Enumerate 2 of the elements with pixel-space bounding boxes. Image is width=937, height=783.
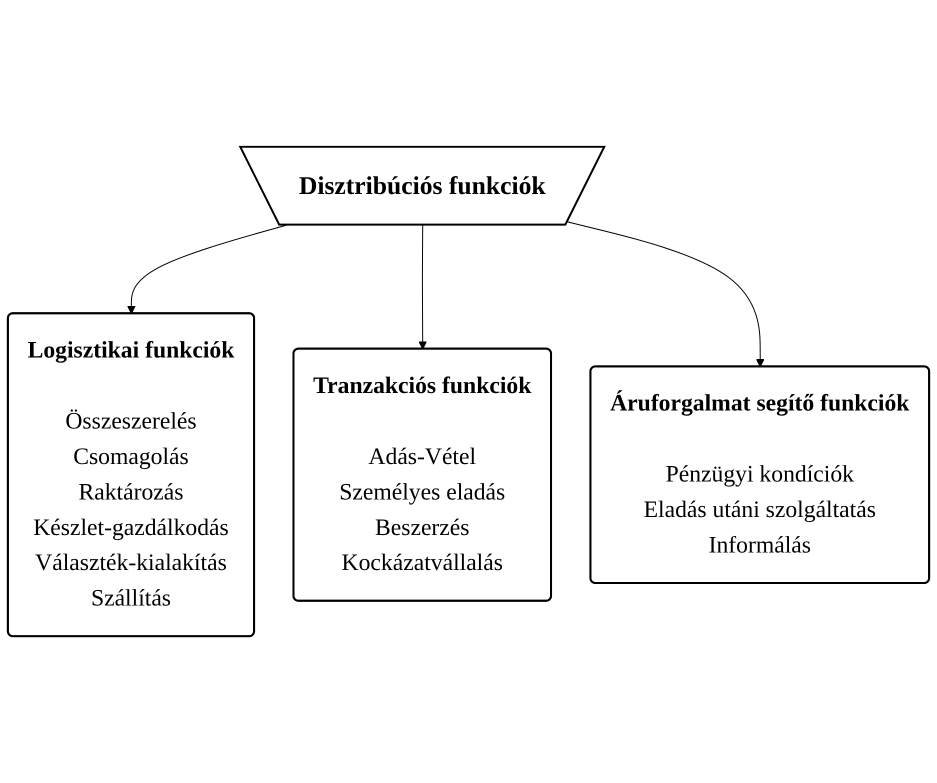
arrow [566,221,765,368]
arrow [418,224,428,350]
